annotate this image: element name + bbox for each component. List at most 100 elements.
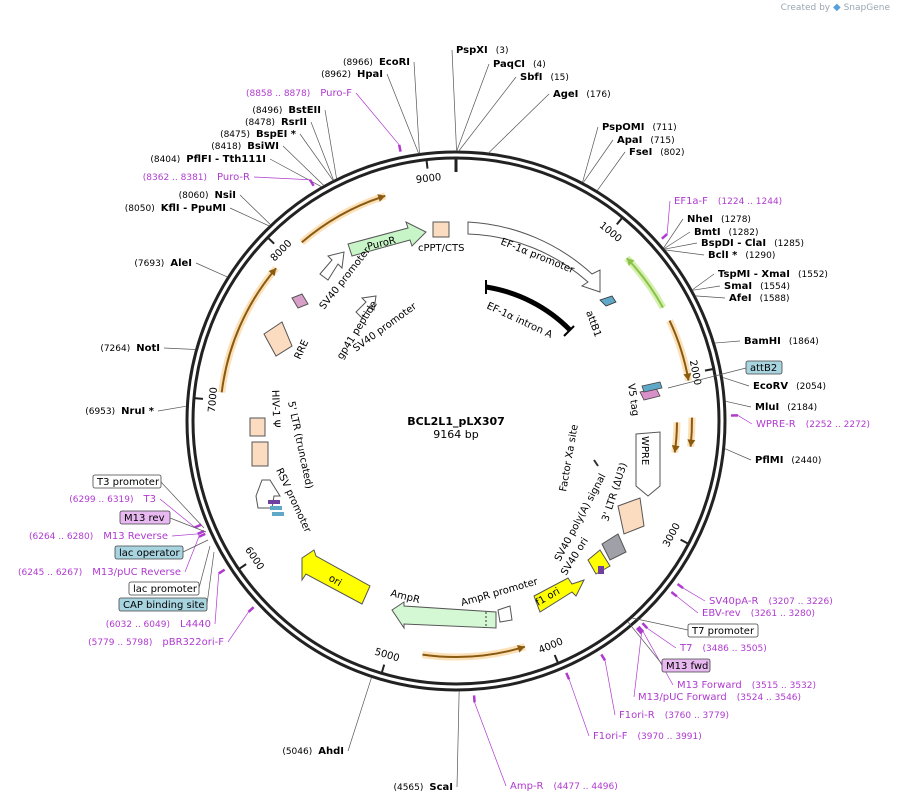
rre-box[interactable] <box>263 321 293 357</box>
site-mlui[interactable]: MluI(2184) <box>755 402 817 413</box>
primer-ebv-rev[interactable]: EBV-rev(3261 .. 3280) <box>702 608 815 619</box>
factor-xa-site-mark[interactable] <box>593 459 599 467</box>
site-bsteii[interactable]: BstEII(8496) <box>252 105 321 116</box>
ltr3-box[interactable] <box>617 497 645 535</box>
m13-fwd-glyph[interactable] <box>598 566 604 574</box>
primer-mark-m13-reverse[interactable] <box>197 529 205 536</box>
site-bspdi-clai[interactable]: BspDI - ClaI(1285) <box>701 238 804 249</box>
site-apai[interactable]: ApaI(715) <box>617 135 675 146</box>
primer-l4440[interactable]: L4440(6032 .. 6049) <box>106 619 211 630</box>
cap-site-glyph[interactable] <box>272 512 284 516</box>
primer-mark-f1ori-f[interactable] <box>565 672 571 680</box>
site-hpai[interactable]: HpaI(8962) <box>321 69 383 80</box>
ampr-orf-arc[interactable] <box>422 645 526 658</box>
site-bamhi[interactable]: BamHI(1864) <box>744 336 819 347</box>
m13-rev-box[interactable]: M13 rev <box>119 510 171 525</box>
primer-mark-pbr322ori-f[interactable] <box>247 606 255 613</box>
lac-promoter-box[interactable]: lac promoter <box>128 581 200 596</box>
sv40-promoter-arrow-1[interactable] <box>319 251 345 281</box>
site-rsrii[interactable]: RsrII(8478) <box>245 117 307 128</box>
primer-puro-r[interactable]: Puro-R(8362 .. 8381) <box>143 172 250 183</box>
site-agei[interactable]: AgeI(176) <box>553 89 611 100</box>
t7-promoter-box[interactable]: T7 promoter <box>687 623 759 638</box>
primer-t7[interactable]: T7(3486 .. 3505) <box>679 643 767 654</box>
puror-orf-arc[interactable] <box>301 194 386 244</box>
primer-mark-puro-r[interactable] <box>308 179 315 187</box>
primer-mark-ef1a-f[interactable] <box>661 233 668 240</box>
wpre-arrow[interactable] <box>635 431 661 497</box>
primer-mark-sv40pa-r[interactable] <box>676 582 684 590</box>
primer-amp-r[interactable]: Amp-R(4477 .. 4496) <box>510 781 618 792</box>
primer-mark-t7[interactable] <box>641 622 649 630</box>
gp41-peptide-feature[interactable] <box>291 293 309 309</box>
site-noti[interactable]: NotI(7264) <box>100 343 160 354</box>
site-bcli[interactable]: BclI *(1290) <box>708 250 775 261</box>
site-bsiwi[interactable]: BsiWI(8418) <box>211 141 279 152</box>
site-pflfi-tth111i[interactable]: PflFI - Tth111I(8404) <box>150 154 266 165</box>
attb2-glyph[interactable] <box>641 381 663 393</box>
site-pspxi[interactable]: PspXI(3) <box>456 45 508 56</box>
site-fsei[interactable]: FseI(802) <box>629 147 685 158</box>
site-alei[interactable]: AleI(7693) <box>134 258 192 269</box>
site-bspei[interactable]: BspEI *(8475) <box>220 129 297 140</box>
primer-f1ori-r[interactable]: F1ori-R(3760 .. 3779) <box>619 710 729 721</box>
primer-f1ori-f[interactable]: F1ori-F(3970 .. 3991) <box>593 731 702 742</box>
lac-operator-box[interactable]: lac operator <box>114 545 184 560</box>
primer-m13-forward[interactable]: M13 Forward(3515 .. 3532) <box>677 680 816 691</box>
site-smai[interactable]: SmaI(1554) <box>724 281 790 292</box>
primer-mark-m13-forward[interactable] <box>637 625 645 633</box>
site-ahdi[interactable]: AhdI(5046) <box>282 746 344 757</box>
t3-promoter-box[interactable]: T3 promoter <box>92 474 162 489</box>
rre-region-arc[interactable] <box>220 267 277 393</box>
primer-m13-puc-reverse[interactable]: M13/pUC Reverse(6245 .. 6267) <box>18 567 181 578</box>
primer-mark-ebv-rev[interactable] <box>670 591 678 598</box>
sv40-ori-box[interactable] <box>587 549 611 575</box>
primer-sv40pa-r[interactable]: SV40pA-R(3207 .. 3226) <box>709 596 833 607</box>
ef1a-intron-bar[interactable] <box>485 284 572 332</box>
site-nsii[interactable]: NsiI(8060) <box>179 190 236 201</box>
puror-arrow[interactable] <box>347 221 427 257</box>
primer-m13-puc-forward[interactable]: M13/pUC Forward(3524 .. 3546) <box>638 692 801 703</box>
primer-mark-f1ori-r[interactable] <box>600 653 607 662</box>
site-sbfi[interactable]: SbfI(15) <box>520 72 569 83</box>
site-bmti[interactable]: BmtI(1282) <box>694 227 758 238</box>
primer-mark-t3[interactable] <box>194 523 202 529</box>
site-ecori[interactable]: EcoRI(8966) <box>343 57 410 68</box>
site-tspmi-xmai[interactable]: TspMI - XmaI(1552) <box>718 269 828 280</box>
primer-puro-f[interactable]: Puro-F(8858 .. 8878) <box>246 88 352 99</box>
attb1-feature[interactable] <box>599 295 617 307</box>
lac-operator-glyph[interactable] <box>270 506 282 510</box>
sv40-polya-box[interactable] <box>601 533 627 561</box>
primer-wpre-r[interactable]: WPRE-R(2252 .. 2272) <box>756 419 870 430</box>
primer-t3[interactable]: T3(6299 .. 6319) <box>69 494 156 505</box>
site-paqci[interactable]: PaqCI(4) <box>493 59 546 70</box>
primer-pbr322ori-f[interactable]: pBR322ori-F(5779 .. 5798) <box>88 637 224 648</box>
site-afei[interactable]: AfeI(1588) <box>729 293 790 304</box>
primer-m13-reverse[interactable]: M13 Reverse(6264 .. 6280) <box>29 531 168 542</box>
site-pspomi[interactable]: PspOMI(711) <box>602 122 677 133</box>
site-ecorv[interactable]: EcoRV(2054) <box>753 381 826 392</box>
primer-mark-m13-puc-reverse[interactable] <box>198 532 206 538</box>
ef1a-promoter-arrow[interactable] <box>467 221 601 293</box>
cppt-cts-box[interactable] <box>432 221 450 238</box>
ampr-arrow[interactable] <box>391 601 497 630</box>
site-kfli-ppumi[interactable]: KflI - PpuMI(8050) <box>125 203 226 214</box>
m13-fwd-box[interactable]: M13 fwd <box>661 658 711 673</box>
cap-binding-site-box[interactable]: CAP binding site <box>118 597 208 612</box>
site-nhei[interactable]: NheI(1278) <box>687 214 751 225</box>
ltr5-box[interactable] <box>251 441 269 467</box>
sv40-promoter-arrow-2[interactable] <box>355 295 377 319</box>
ampr-promoter-arrow[interactable] <box>497 605 513 623</box>
primer-mark-m13-puc-forward[interactable] <box>635 627 643 635</box>
f1-ori-arrow[interactable] <box>533 577 585 613</box>
attb2-box[interactable]: attB2 <box>745 360 783 375</box>
site-nrui[interactable]: NruI *(6953) <box>85 406 155 417</box>
ori-arrow[interactable] <box>301 549 371 605</box>
primer-mark-puro-f[interactable] <box>397 144 402 152</box>
hiv-psi-box[interactable] <box>249 417 266 437</box>
m13-rev-glyph[interactable] <box>268 500 280 504</box>
site-scai[interactable]: ScaI(4565) <box>393 782 453 793</box>
site-pflmi[interactable]: PflMI(2440) <box>755 455 821 466</box>
primer-ef1a-f[interactable]: EF1a-F(1224 .. 1244) <box>674 196 782 207</box>
primer-mark-l4440[interactable] <box>218 568 226 575</box>
